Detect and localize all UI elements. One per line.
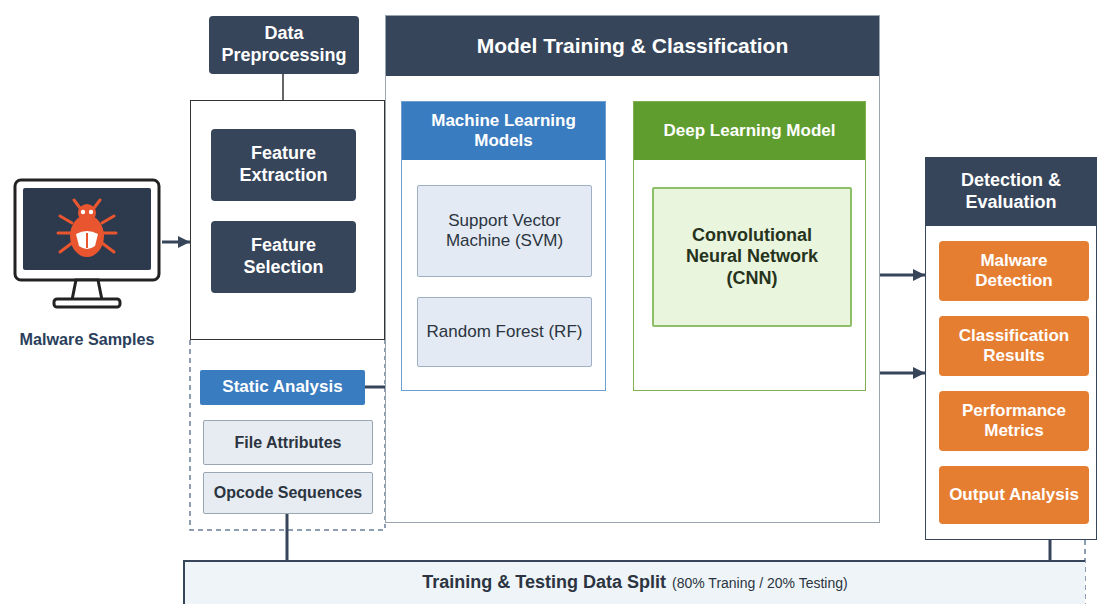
node-label: File Attributes <box>235 433 342 452</box>
process-box: Feature Selection <box>211 221 356 293</box>
node-label: Performance Metrics <box>947 401 1081 442</box>
connector-arrow <box>365 386 385 389</box>
panel-header: Model Training & Classification <box>386 16 879 76</box>
band-note: (80% Traning / 20% Testing) <box>672 575 848 591</box>
cnn-box: Convolutional Neural Network (CNN) <box>652 187 852 327</box>
preprocessing-box: Data PreprocessingFeature ExtractionFeat… <box>190 100 385 340</box>
node-label: Malware Samples <box>20 330 155 349</box>
node-label: Output Analysis <box>949 485 1079 505</box>
node-label: Opcode Sequences <box>214 483 363 502</box>
header-text: Model Training & Classification <box>477 33 789 58</box>
data-split-band: Training & Testing Data Split (80% Tranin… <box>183 560 1085 604</box>
malware-samples-icon: Malware Samples <box>12 178 162 363</box>
header-text: Detection & Evaluation <box>934 170 1088 213</box>
dl-model-panel: Deep Learning ModelConvolutional Neural … <box>633 101 866 391</box>
connector-arrow <box>1049 540 1052 560</box>
header-text: Deep Learning Model <box>664 121 836 141</box>
heading-tab: Data Preprocessing <box>209 16 359 74</box>
training-panel: Model Training & ClassificationMachine L… <box>385 15 880 523</box>
node-label: Convolutional Neural Network (CNN) <box>662 225 842 290</box>
caption-area: Malware Samples <box>12 315 162 363</box>
node-label: Random Forest (RF) <box>427 322 583 342</box>
node-label: Support Vector Machine (SVM) <box>426 211 583 252</box>
heading-text: Data Preprocessing <box>215 23 353 66</box>
feature-box: File Attributes <box>203 420 373 465</box>
result-box: Classification Results <box>939 316 1089 376</box>
analysis-box: Static Analysis <box>200 370 365 405</box>
result-box: Malware Detection <box>939 241 1089 301</box>
process-box: Feature Extraction <box>211 129 356 201</box>
band-title: Training & Testing Data Split <box>422 572 666 593</box>
tab-stem <box>282 73 284 100</box>
node-label: Feature Extraction <box>219 143 348 186</box>
panel-header: Deep Learning Model <box>634 102 865 160</box>
header-text: Machine Learning Models <box>410 111 597 152</box>
ml-models-panel: Machine Learning ModelsSupport Vector Ma… <box>401 101 606 391</box>
static-analysis-region <box>190 340 385 530</box>
result-box: Performance Metrics <box>939 391 1089 451</box>
result-box: Output Analysis <box>939 466 1089 524</box>
monitor-illustration <box>12 178 162 318</box>
connector-arrow <box>286 514 289 560</box>
panel-header: Machine Learning Models <box>402 102 605 160</box>
node-label: Malware Detection <box>947 251 1081 292</box>
connector-arrow <box>162 241 190 244</box>
panel-header: Detection & Evaluation <box>926 158 1096 226</box>
node-label: Classification Results <box>947 326 1081 367</box>
node-label: Feature Selection <box>219 235 348 278</box>
feature-box: Opcode Sequences <box>203 472 373 514</box>
evaluation-panel: Detection & EvaluationMalware DetectionC… <box>925 157 1097 540</box>
model-box: Random Forest (RF) <box>417 297 592 367</box>
node-label: Static Analysis <box>222 377 342 397</box>
model-box: Support Vector Machine (SVM) <box>417 185 592 277</box>
